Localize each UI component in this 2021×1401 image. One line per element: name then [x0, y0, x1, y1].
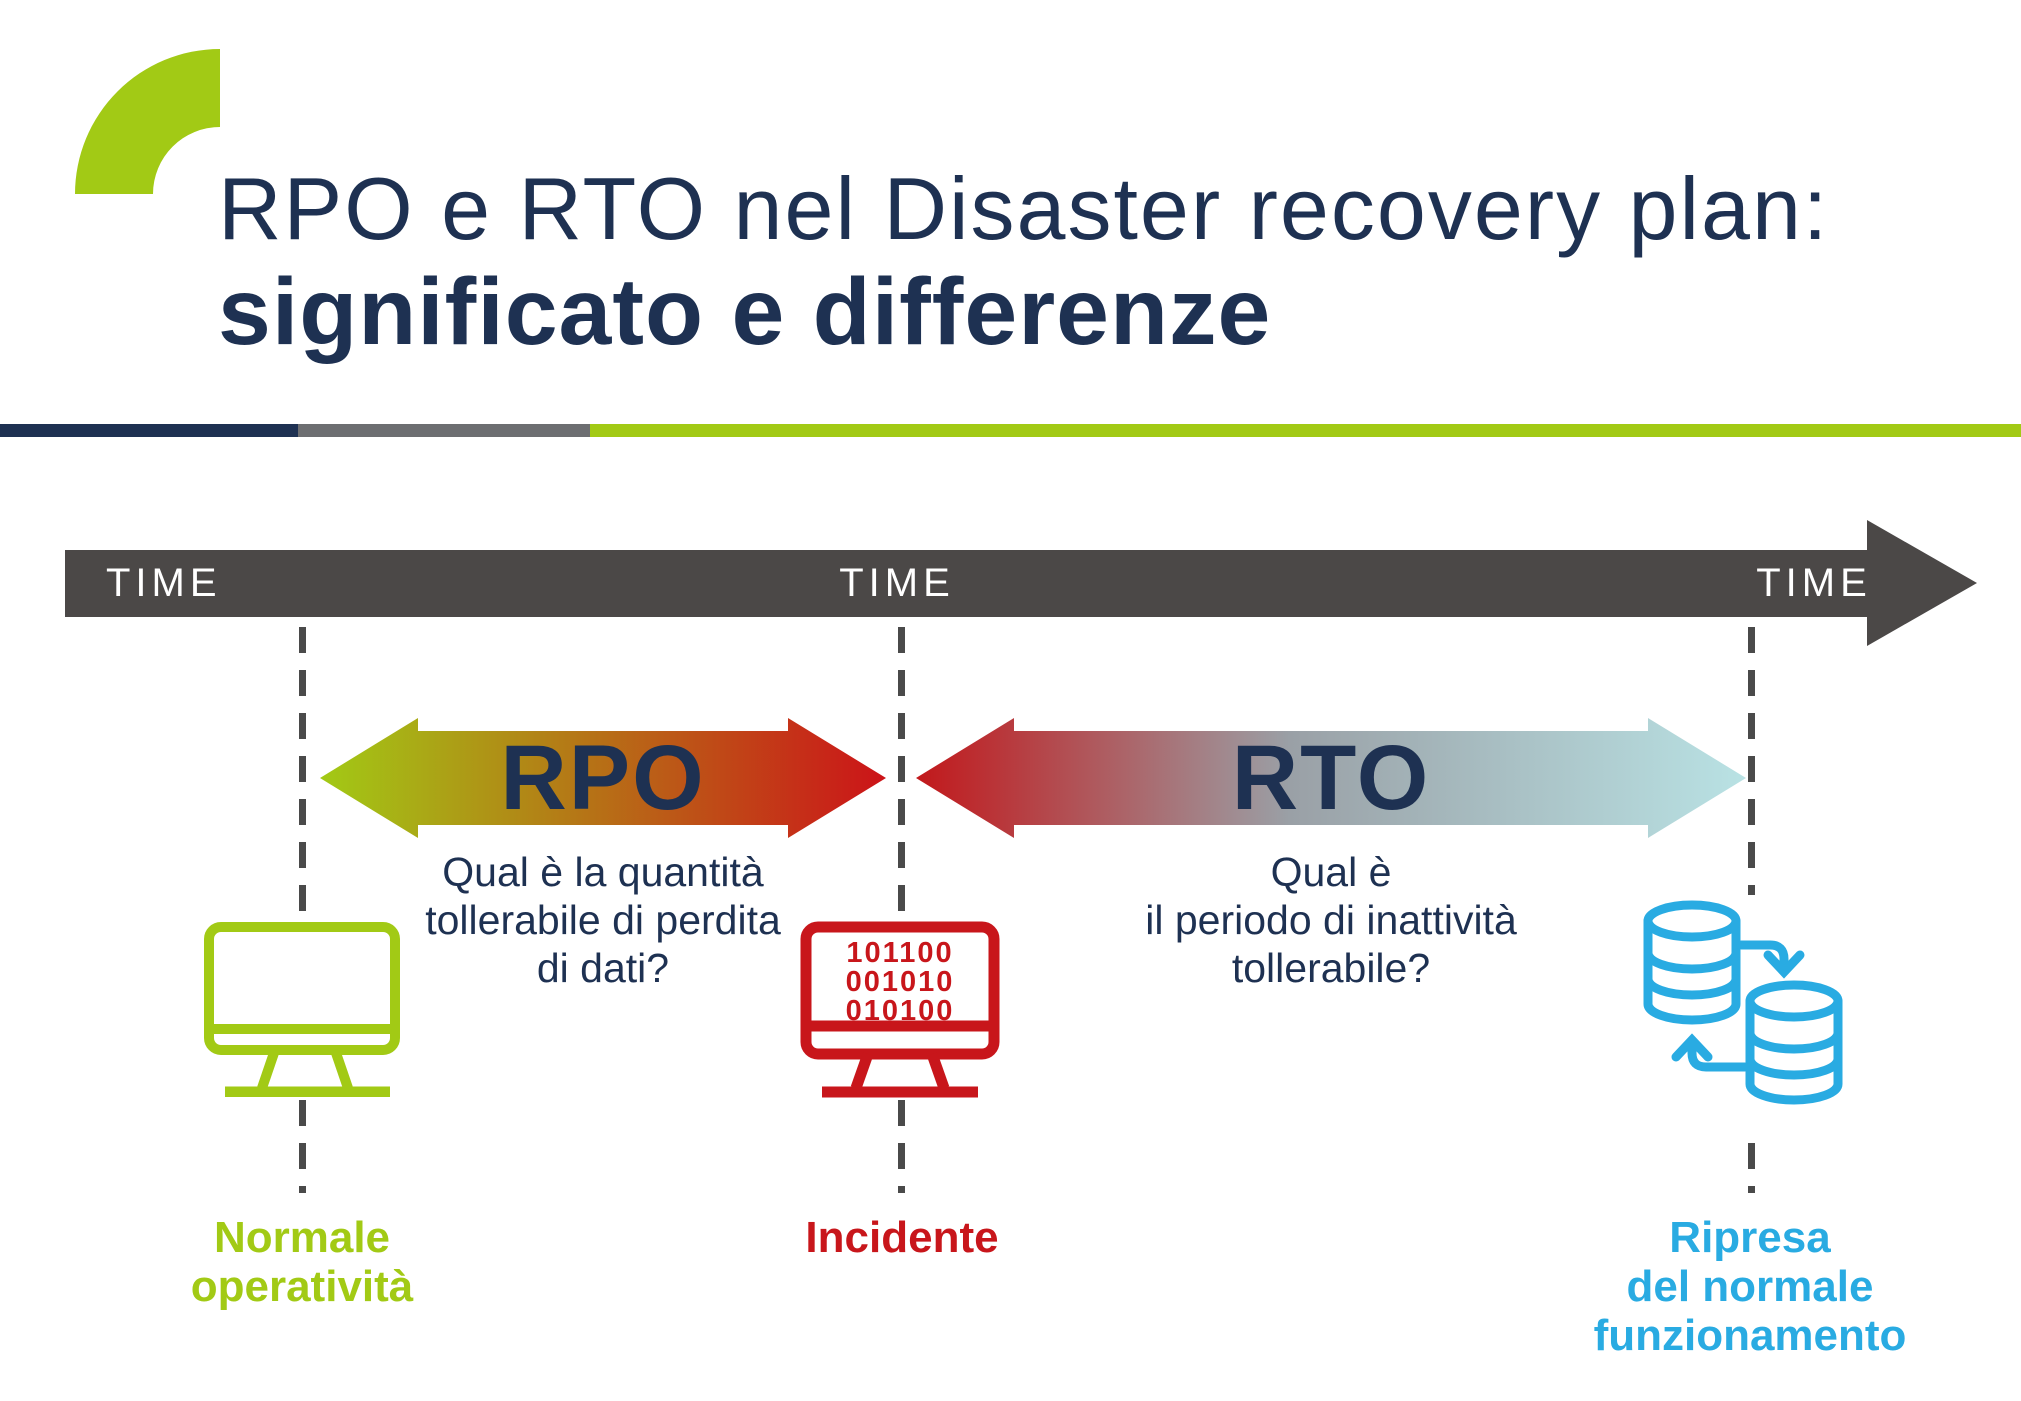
rpo-arrow [320, 718, 886, 838]
rpo-question-line2: tollerabile di perdita [425, 897, 781, 943]
stage-recovery-line1: Ripresa [1669, 1213, 1831, 1262]
rpo-question-line1: Qual è la quantità [442, 849, 764, 895]
timeline-arrowhead-icon [1867, 520, 1977, 646]
page-title-line2: significato e differenze [218, 259, 1272, 365]
rto-label: RTO [1231, 727, 1431, 829]
monitor-icon [202, 922, 402, 1097]
rpo-label: RPO [500, 727, 706, 829]
divider-green-segment [590, 424, 2021, 437]
stage-label-normal-operation: Normale operatività [191, 1213, 414, 1311]
time-label-left: TIME [106, 561, 222, 605]
rpo-question-line3: di dati? [536, 945, 670, 991]
quarter-circle-decoration [75, 49, 220, 194]
page-title-line1: RPO e RTO nel Disaster recovery plan: [218, 159, 1830, 258]
rto-question-line1: Qual è [1270, 849, 1392, 895]
stage-normal-line2: operatività [190, 1262, 414, 1311]
rto-question: Qual è il periodo di inattività tollerab… [1145, 848, 1516, 992]
rpo-question: Qual è la quantità tollerabile di perdit… [425, 848, 781, 992]
stage-recovery-line2: del normale [1626, 1262, 1874, 1311]
divider-rule [0, 424, 2021, 437]
divider-gray-segment [298, 424, 590, 437]
database-sync-icon [1630, 895, 1870, 1140]
binary-line3: 010100 [846, 995, 955, 1027]
stage-label-recovery: Ripresa del normale funzionamento [1594, 1213, 1907, 1360]
timeline-bar [65, 550, 1867, 617]
binary-line1: 101100 [846, 937, 953, 969]
stage-incident-line1: Incidente [805, 1213, 999, 1262]
stage-recovery-line3: funzionamento [1593, 1311, 1907, 1360]
time-label-right: TIME [1756, 561, 1872, 605]
stage-label-incident: Incidente [805, 1213, 998, 1262]
divider-navy-segment [0, 424, 298, 437]
time-label-middle: TIME [839, 561, 955, 605]
rto-question-line3: tollerabile? [1231, 945, 1431, 991]
incident-monitor-icon: 101100 001010 010100 [800, 920, 1000, 1100]
rto-arrow [916, 718, 1746, 838]
dashed-line-incident [898, 627, 905, 1193]
dashed-line-normal-operation [299, 627, 306, 1193]
binary-line2: 001010 [846, 966, 955, 998]
stage-normal-line1: Normale [213, 1213, 391, 1262]
rto-question-line2: il periodo di inattività [1145, 897, 1517, 943]
